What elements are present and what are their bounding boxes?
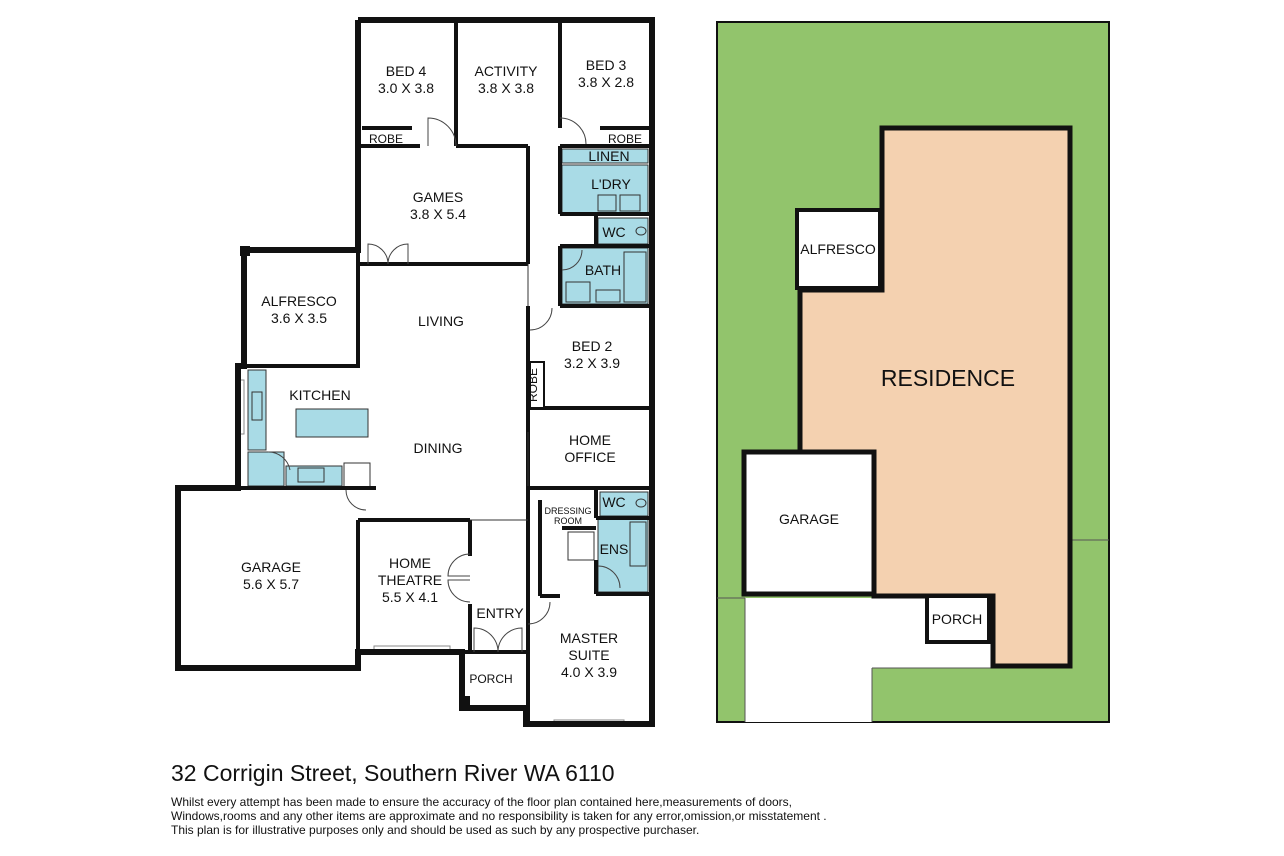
site-residence-label: RESIDENCE (881, 365, 1015, 391)
dressing-room-line1: DRESSING (544, 506, 591, 516)
wc-top-area (597, 217, 649, 245)
door (559, 117, 587, 145)
alfresco-dims: 3.6 X 3.5 (271, 310, 327, 326)
property-address: 32 Corrigin Street, Southern River WA 61… (171, 760, 615, 786)
activity-name: ACTIVITY (474, 63, 538, 79)
robe-left-label: ROBE (369, 132, 403, 146)
door (387, 243, 409, 265)
activity-dims: 3.8 X 3.8 (478, 80, 534, 96)
door (529, 307, 553, 331)
bed4-dims: 3.0 X 3.8 (378, 80, 434, 96)
site-porch-label: PORCH (932, 611, 983, 627)
bed4-name: BED 4 (386, 63, 427, 79)
kitchen-bench-bottom (285, 465, 343, 487)
shower (565, 281, 591, 303)
entry-label: ENTRY (476, 605, 524, 621)
laundry-trough (597, 194, 617, 212)
home-office-line1: HOME (569, 432, 611, 448)
door (497, 627, 523, 653)
bed2-dims: 3.2 X 3.9 (564, 355, 620, 371)
home-theatre-line2: THEATRE (378, 572, 442, 588)
wc-top-label: WC (602, 224, 625, 240)
ens-label: ENS (600, 541, 629, 557)
site-porch (925, 594, 991, 644)
kitchen-bench-corner (247, 451, 285, 487)
home-theatre-dims: 5.5 X 4.1 (382, 589, 438, 605)
site-garage-label: GARAGE (779, 511, 839, 527)
garage-name: GARAGE (241, 559, 301, 575)
robe-bed2-label: ROBE (526, 368, 540, 402)
bed3-dims: 3.8 X 2.8 (578, 74, 634, 90)
door (345, 489, 367, 511)
driveway (745, 598, 993, 722)
disclaimer-line: Windows,rooms and any other items are ap… (171, 809, 827, 823)
robe-right-label: ROBE (608, 132, 642, 146)
door (561, 249, 583, 271)
door (427, 117, 457, 147)
kitchen-sink (251, 391, 263, 421)
door (597, 565, 621, 589)
games-name: GAMES (413, 189, 464, 205)
ens-vanity (629, 521, 647, 567)
bathtub (623, 251, 647, 303)
laundry-label: L'DRY (591, 176, 631, 192)
bath-label: BATH (585, 262, 621, 278)
garage-dims: 5.6 X 5.7 (243, 576, 299, 592)
site-garage (741, 449, 877, 597)
door (267, 451, 291, 471)
bed2-name: BED 2 (572, 338, 613, 354)
door (527, 601, 551, 625)
door (473, 627, 499, 653)
linen-label: LINEN (588, 148, 629, 164)
wc-ens-label: WC (602, 494, 625, 510)
disclaimer-line: Whilst every attempt has been made to en… (171, 795, 793, 809)
vanity (595, 289, 621, 303)
dressing-room-line2: ROOM (554, 516, 582, 526)
dining-label: DINING (414, 440, 463, 456)
floor-plan: BED 4 3.0 X 3.8 ACTIVITY 3.8 X 3.8 BED 3… (175, 17, 655, 727)
door (367, 243, 389, 265)
post (460, 696, 470, 706)
site-alfresco-label: ALFRESCO (800, 241, 876, 257)
games-dims: 3.8 X 5.4 (410, 206, 466, 222)
toilet-ens (635, 498, 647, 508)
disclaimer-line: This plan is for illustrative purposes o… (171, 823, 700, 837)
fridge (343, 462, 371, 488)
bed3-name: BED 3 (586, 57, 627, 73)
master-suite-line1: MASTER (560, 630, 618, 646)
outer-wall-top (175, 17, 655, 727)
site-plan: ALFRESCO RESIDENCE GARAGE PORCH (716, 21, 1110, 723)
door (447, 553, 471, 577)
laundry-area (561, 164, 649, 214)
living-label: LIVING (418, 313, 464, 329)
ens-shower (567, 531, 595, 561)
kitchen-label: KITCHEN (289, 387, 350, 403)
washer (619, 194, 641, 212)
robe-bed2-cupboard (529, 361, 545, 409)
porch-label: PORCH (469, 672, 512, 686)
site-alfresco (795, 208, 882, 290)
home-theatre-line1: HOME (389, 555, 431, 571)
master-suite-dims: 4.0 X 3.9 (561, 664, 617, 680)
disclaimer: Whilst every attempt has been made to en… (171, 795, 827, 837)
cooktop (297, 467, 325, 483)
kitchen-island (295, 408, 369, 438)
post (240, 246, 250, 256)
bath-area (561, 247, 649, 305)
alfresco-name: ALFRESCO (261, 293, 337, 309)
master-suite-line2: SUITE (568, 647, 609, 663)
home-office-line2: OFFICE (564, 449, 615, 465)
door (447, 579, 471, 603)
kitchen-bench-left (247, 369, 267, 451)
toilet-top (635, 226, 647, 236)
